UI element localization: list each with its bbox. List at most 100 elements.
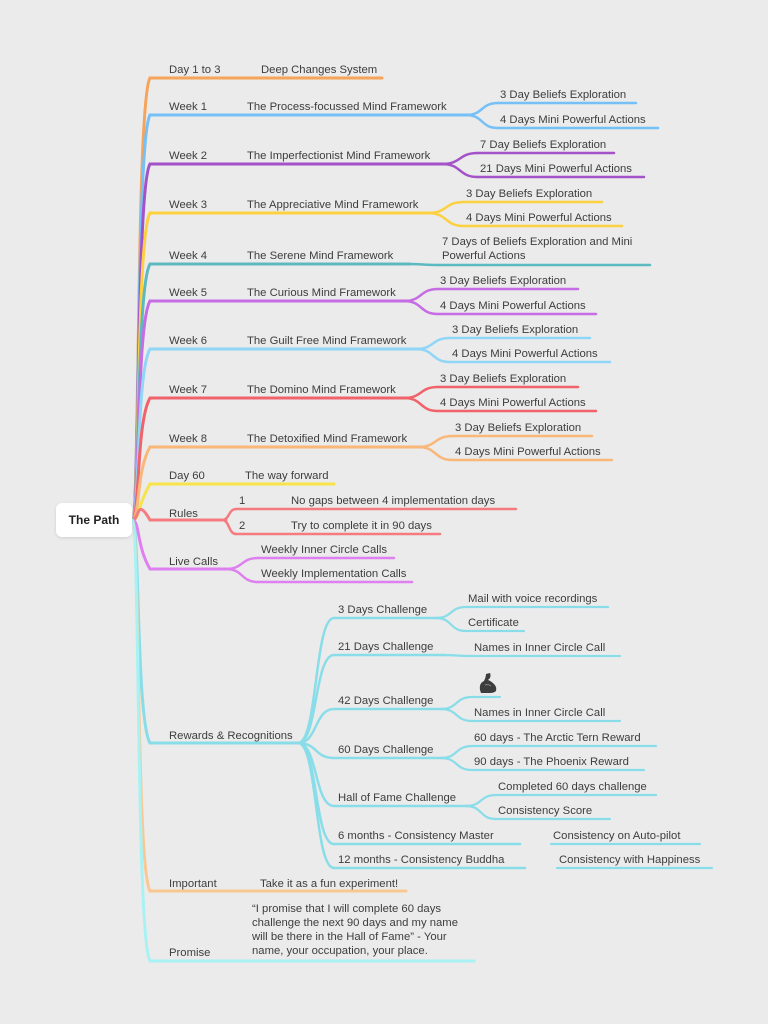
challenge-name-0[interactable]: 3 Days Challenge: [338, 604, 428, 616]
branch-label-9[interactable]: Day 60: [169, 470, 205, 482]
connector-promise: [130, 518, 152, 963]
rule-number-1[interactable]: 2: [239, 520, 246, 532]
challenge-sub-4-0[interactable]: Completed 60 days challenge: [498, 781, 647, 793]
challenge-sub-connector-2-0: [439, 695, 474, 711]
sub-label-6-0[interactable]: 3 Day Beliefs Exploration: [452, 324, 579, 336]
challenge-connector-1: [296, 653, 336, 745]
challenge-name-3[interactable]: 60 Days Challenge: [338, 744, 434, 756]
challenge-connector-6: [296, 741, 336, 870]
branch-topic-0[interactable]: Deep Changes System: [261, 64, 378, 76]
challenge-sub-connector-3-0: [439, 744, 474, 760]
sub-label-3-1[interactable]: 4 Days Mini Powerful Actions: [466, 212, 612, 224]
branch-label-important[interactable]: Important: [169, 878, 217, 890]
sub-label-2-0[interactable]: 7 Day Beliefs Exploration: [480, 139, 607, 151]
sub-label-8-0[interactable]: 3 Day Beliefs Exploration: [455, 422, 582, 434]
sub-connector-7-1: [402, 396, 440, 413]
branch-topic-1[interactable]: The Process-focussed Mind Framework: [247, 101, 447, 113]
sub-connector-2-0: [440, 151, 480, 166]
sub-connector-2-1: [440, 162, 480, 179]
challenge-sub-connector-4-1: [464, 804, 498, 821]
live-calls-sub-0[interactable]: Weekly Inner Circle Calls: [261, 544, 387, 556]
sub-connector-6-1: [414, 347, 452, 364]
branch-label-3[interactable]: Week 3: [169, 199, 208, 211]
branch-label-promise[interactable]: Promise: [169, 947, 211, 959]
challenge-sub-connector-3-1: [439, 756, 474, 772]
challenge-sub-4-1[interactable]: Consistency Score: [498, 805, 593, 817]
sub-label-7-0[interactable]: 3 Day Beliefs Exploration: [440, 373, 567, 385]
branch-label-2[interactable]: Week 2: [169, 150, 208, 162]
challenge-sub-connector-2-1: [439, 707, 474, 723]
challenge-sub-3-1[interactable]: 90 days - The Phoenix Reward: [474, 756, 629, 768]
sub-connector-6-0: [414, 336, 452, 351]
sub-label-7-1[interactable]: 4 Days Mini Powerful Actions: [440, 397, 586, 409]
sub-connector-5-1: [402, 299, 440, 316]
branch-label-1[interactable]: Week 1: [169, 101, 208, 113]
branch-topic-8[interactable]: The Detoxified Mind Framework: [247, 433, 408, 445]
root-node[interactable]: The Path: [56, 503, 132, 537]
sub-label-8-1[interactable]: 4 Days Mini Powerful Actions: [455, 446, 601, 458]
sub-label-3-0[interactable]: 3 Day Beliefs Exploration: [466, 188, 593, 200]
branch-topic-6[interactable]: The Guilt Free Mind Framework: [247, 335, 407, 347]
branch-topic-7[interactable]: The Domino Mind Framework: [247, 384, 396, 396]
flexed-biceps-icon: [479, 673, 497, 693]
branch-label-0[interactable]: Day 1 to 3: [169, 64, 221, 76]
challenge-name-4[interactable]: Hall of Fame Challenge: [338, 792, 457, 804]
mind-map-icons: [479, 673, 497, 693]
branch-label-6[interactable]: Week 6: [169, 335, 208, 347]
sub-label-2-1[interactable]: 21 Days Mini Powerful Actions: [480, 163, 632, 175]
challenge-sub-connector-0-1: [434, 616, 468, 633]
challenge-sub-3-0[interactable]: 60 days - The Arctic Tern Reward: [474, 732, 641, 744]
live-calls-sub-1[interactable]: Weekly Implementation Calls: [261, 568, 407, 580]
branch-label-live-calls[interactable]: Live Calls: [169, 556, 218, 568]
branch-topic-3[interactable]: The Appreciative Mind Framework: [247, 199, 419, 211]
root-label: The Path: [68, 513, 120, 527]
sub-label-4-0[interactable]: 7 Days of Beliefs Exploration and Mini P…: [442, 236, 633, 262]
branch-topic-2[interactable]: The Imperfectionist Mind Framework: [247, 150, 431, 162]
challenge-sub-connector-4-0: [464, 793, 498, 808]
sub-connector-4-0: [404, 262, 442, 267]
branch-topic-important[interactable]: Take it as a fun experiment!: [260, 878, 399, 890]
challenge-sub-0-0[interactable]: Mail with voice recordings: [468, 593, 598, 605]
challenge-name-1[interactable]: 21 Days Challenge: [338, 641, 434, 653]
rule-text-1[interactable]: Try to complete it in 90 days: [291, 520, 432, 532]
branch-label-rules[interactable]: Rules: [169, 508, 198, 520]
rules-connector-0: [220, 507, 238, 522]
sub-label-5-0[interactable]: 3 Day Beliefs Exploration: [440, 275, 567, 287]
sub-connector-7-0: [402, 385, 440, 400]
challenge-sub-1-0[interactable]: Names in Inner Circle Call: [474, 642, 606, 654]
challenge-sub-2-0[interactable]: Names in Inner Circle Call: [474, 707, 606, 719]
sub-connector-1-0: [464, 101, 500, 117]
challenge-sub-connector-0-0: [434, 605, 468, 620]
branch-topic-promise[interactable]: “I promise that I will complete 60 days …: [252, 903, 458, 957]
mind-map-connectors: [130, 76, 714, 963]
sub-connector-5-0: [402, 287, 440, 303]
branch-label-7[interactable]: Week 7: [169, 384, 208, 396]
branch-topic-4[interactable]: The Serene Mind Framework: [247, 250, 394, 262]
branch-topic-9[interactable]: The way forward: [245, 470, 329, 482]
sub-connector-8-0: [416, 434, 455, 449]
challenge-sub-0-1[interactable]: Certificate: [468, 617, 519, 629]
sub-label-6-1[interactable]: 4 Days Mini Powerful Actions: [452, 348, 598, 360]
sub-connector-1-1: [464, 113, 500, 130]
branch-topic-5[interactable]: The Curious Mind Framework: [247, 287, 396, 299]
sub-connector-8-1: [416, 445, 455, 462]
rule-text-0[interactable]: No gaps between 4 implementation days: [291, 495, 496, 507]
sub-label-5-1[interactable]: 4 Days Mini Powerful Actions: [440, 300, 586, 312]
sub-label-1-1[interactable]: 4 Days Mini Powerful Actions: [500, 114, 646, 126]
challenge-name-2[interactable]: 42 Days Challenge: [338, 695, 434, 707]
branch-label-5[interactable]: Week 5: [169, 287, 208, 299]
branch-label-8[interactable]: Week 8: [169, 433, 208, 445]
sub-label-1-0[interactable]: 3 Day Beliefs Exploration: [500, 89, 627, 101]
challenge-sub-5-0[interactable]: Consistency on Auto-pilot: [553, 830, 681, 842]
challenge-sub-6-0[interactable]: Consistency with Happiness: [559, 854, 701, 866]
rules-connector-1: [220, 518, 238, 536]
challenge-name-5[interactable]: 6 months - Consistency Master: [338, 830, 494, 842]
challenge-connector-2: [296, 707, 336, 745]
branch-label-rewards[interactable]: Rewards & Recognitions: [169, 730, 293, 742]
rule-number-0[interactable]: 1: [239, 495, 246, 507]
sub-connector-3-0: [426, 200, 466, 215]
challenge-name-6[interactable]: 12 months - Consistency Buddha: [338, 854, 505, 866]
branch-label-4[interactable]: Week 4: [169, 250, 208, 262]
challenge-sub-connector-1-0: [439, 653, 474, 658]
